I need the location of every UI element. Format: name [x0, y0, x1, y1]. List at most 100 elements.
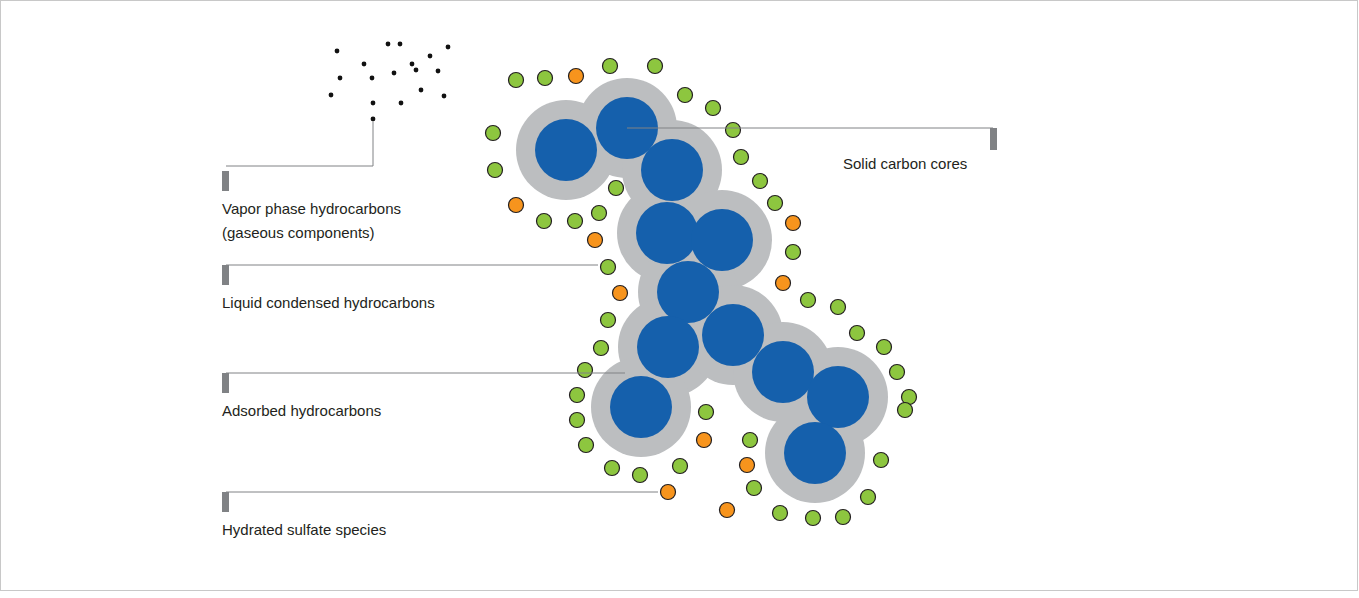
hydrocarbon-droplet	[699, 405, 714, 420]
hydrocarbon-droplet	[773, 506, 788, 521]
hydrocarbon-droplet	[890, 365, 905, 380]
hydrocarbon-droplet	[706, 101, 721, 116]
hydrocarbon-droplet	[898, 403, 913, 418]
hydrocarbon-droplet	[579, 438, 594, 453]
hydrocarbon-droplet	[861, 490, 876, 505]
vapor-molecule	[446, 45, 451, 50]
sulfate-droplet	[509, 198, 524, 213]
vapor-molecule	[371, 117, 376, 122]
vapor-molecule	[386, 42, 391, 47]
carbon-core	[702, 304, 764, 366]
hydrocarbon-droplet	[874, 453, 889, 468]
carbon-core	[784, 422, 846, 484]
hydrocarbon-droplet	[594, 341, 609, 356]
vapor-molecule	[428, 54, 433, 59]
callout-label: Vapor phase hydrocarbons (gaseous compon…	[222, 197, 437, 245]
leader-tick	[222, 171, 229, 191]
leader-tick	[222, 373, 229, 393]
hydrocarbon-droplet	[592, 206, 607, 221]
carbon-core	[807, 366, 869, 428]
adsorbed-layer	[516, 78, 888, 503]
sulfate-droplet	[720, 503, 735, 518]
hydrocarbon-droplet	[850, 326, 865, 341]
hydrocarbon-droplet	[509, 73, 524, 88]
hydrocarbon-droplet	[578, 363, 593, 378]
hydrocarbon-droplet	[537, 214, 552, 229]
hydrocarbon-droplet	[678, 88, 693, 103]
leader-ticks	[222, 128, 997, 512]
sulfate-droplet	[697, 433, 712, 448]
carbon-core	[636, 202, 698, 264]
hydrocarbon-droplet	[726, 123, 741, 138]
hydrocarbon-droplet	[568, 214, 583, 229]
leader-line	[226, 492, 658, 493]
carbon-core	[637, 316, 699, 378]
vapor-molecule	[362, 62, 367, 67]
callout-label: Adsorbed hydrocarbons	[222, 399, 542, 423]
hydrocarbon-droplet	[486, 126, 501, 141]
hydrocarbon-droplet	[538, 71, 553, 86]
hydrocarbon-droplet	[488, 163, 503, 178]
sulfate-droplet	[776, 276, 791, 291]
carbon-core	[535, 119, 597, 181]
vapor-molecule	[436, 69, 441, 74]
leader-line	[226, 373, 625, 374]
vapor-molecule	[419, 88, 424, 93]
carbon-core	[641, 139, 703, 201]
hydrocarbon-droplet	[570, 413, 585, 428]
hydrocarbon-droplet	[836, 510, 851, 525]
vapor-dots	[329, 42, 451, 122]
carbon-core	[691, 209, 753, 271]
vapor-molecule	[329, 93, 334, 98]
vapor-molecule	[399, 101, 404, 106]
hydrocarbon-droplet	[743, 433, 758, 448]
hydrocarbon-droplet	[786, 245, 801, 260]
hydrocarbon-droplet	[648, 59, 663, 74]
vapor-molecule	[392, 71, 397, 76]
sulfate-droplet	[588, 233, 603, 248]
hydrocarbon-droplet	[601, 313, 616, 328]
leader-tick	[222, 265, 229, 285]
vapor-molecule	[442, 94, 447, 99]
vapor-molecule	[398, 42, 403, 47]
hydrocarbon-droplet	[753, 174, 768, 189]
sulfate-droplet	[661, 485, 676, 500]
vapor-molecule	[371, 101, 376, 106]
vapor-molecule	[410, 62, 415, 67]
hydrocarbon-droplet	[633, 468, 648, 483]
leader-tick	[990, 128, 997, 150]
leader-line	[226, 265, 598, 266]
leader-line	[226, 122, 373, 166]
leader-tick	[222, 492, 229, 512]
hydrocarbon-droplet	[747, 481, 762, 496]
hydrocarbon-droplet	[673, 459, 688, 474]
hydrocarbon-droplet	[877, 340, 892, 355]
hydrocarbon-droplet	[609, 181, 624, 196]
carbon-cores	[535, 97, 869, 484]
callout-label: Solid carbon cores	[843, 152, 1083, 176]
hydrocarbon-droplet	[601, 260, 616, 275]
hydrocarbon-droplet	[801, 293, 816, 308]
callout-label: Liquid condensed hydrocarbons	[222, 291, 542, 315]
carbon-core	[657, 261, 719, 323]
droplets	[486, 59, 917, 526]
sulfate-droplet	[569, 69, 584, 84]
vapor-molecule	[414, 68, 419, 73]
hydrocarbon-droplet	[603, 59, 618, 74]
carbon-core	[752, 341, 814, 403]
sulfate-droplet	[613, 286, 628, 301]
vapor-molecule	[370, 76, 375, 81]
sulfate-droplet	[786, 216, 801, 231]
hydrocarbon-droplet	[570, 388, 585, 403]
vapor-molecule	[335, 49, 340, 54]
hydrocarbon-droplet	[806, 511, 821, 526]
hydrocarbon-droplet	[831, 300, 846, 315]
callout-label: Hydrated sulfate species	[222, 518, 542, 542]
hydrocarbon-droplet	[605, 461, 620, 476]
leader-line	[627, 128, 993, 129]
hydrocarbon-droplet	[734, 150, 749, 165]
hydrocarbon-droplet	[768, 196, 783, 211]
